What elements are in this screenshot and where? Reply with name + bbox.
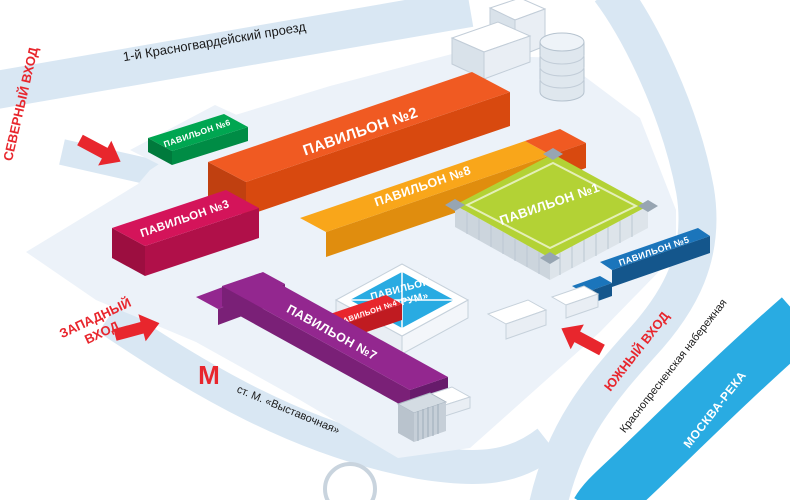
pavilion-6-roof	[148, 114, 248, 151]
pavilion-3-side	[112, 228, 145, 276]
pavilion-1-ribbed-wall	[466, 212, 633, 275]
pavilion-2-roof	[208, 72, 510, 182]
tower-cylinder-body	[539, 42, 585, 102]
pavilion-8[interactable]: ПАВИЛЬОН №8	[300, 129, 586, 257]
roads	[0, 0, 717, 500]
utility-building-stripes	[417, 404, 439, 441]
pavilion-7-front	[222, 286, 410, 410]
pavilion-3-roof	[112, 190, 259, 246]
pavilion-1-roof	[455, 154, 648, 258]
moskva-river	[574, 297, 790, 500]
pavilion-1-side-right	[550, 206, 648, 280]
pavilion-4-roof	[330, 295, 402, 323]
pavilion-1-corner-post-e	[638, 200, 658, 212]
pavilion-5-roof	[600, 228, 710, 270]
white-block2-front	[565, 293, 599, 319]
pavilion-6-side	[148, 138, 172, 165]
pavilion-8-front	[326, 155, 551, 257]
pavilion-1-corner-post-w	[445, 199, 465, 211]
pavilion-3-front	[145, 208, 259, 276]
tower-cylinder-ribs	[539, 54, 585, 89]
pavilion-1-roof-inner-border	[464, 161, 639, 250]
metro-icon: М	[198, 360, 220, 390]
pavilion-6-front	[172, 127, 248, 165]
service-buildings-north	[450, 0, 585, 102]
pavilion-8-east-roof	[525, 129, 586, 155]
top-road	[0, 0, 474, 109]
pavilion-1[interactable]: ПАВИЛЬОН №1	[445, 148, 658, 280]
pavilion-2-front	[246, 92, 510, 216]
right-road	[529, 0, 717, 500]
service-buildings-south	[486, 285, 600, 340]
utility-building	[396, 392, 448, 442]
pavilion-1-corner-post-s	[540, 252, 560, 264]
pavilion-7[interactable]: ПАВИЛЬОН №7	[196, 272, 472, 418]
pavilion-1-corner-post-n	[543, 148, 563, 160]
pavilion-8-roof	[300, 141, 551, 232]
bottom-road	[98, 303, 559, 485]
tower-cylinder-top	[539, 32, 585, 52]
utility-building-side	[398, 404, 414, 442]
roundabout	[323, 462, 377, 500]
white-block1-front	[505, 309, 547, 340]
pavilion-7-roof	[222, 273, 448, 390]
pavilion-5-front	[612, 236, 710, 287]
pavilion-3[interactable]: ПАВИЛЬОН №3	[112, 190, 259, 276]
